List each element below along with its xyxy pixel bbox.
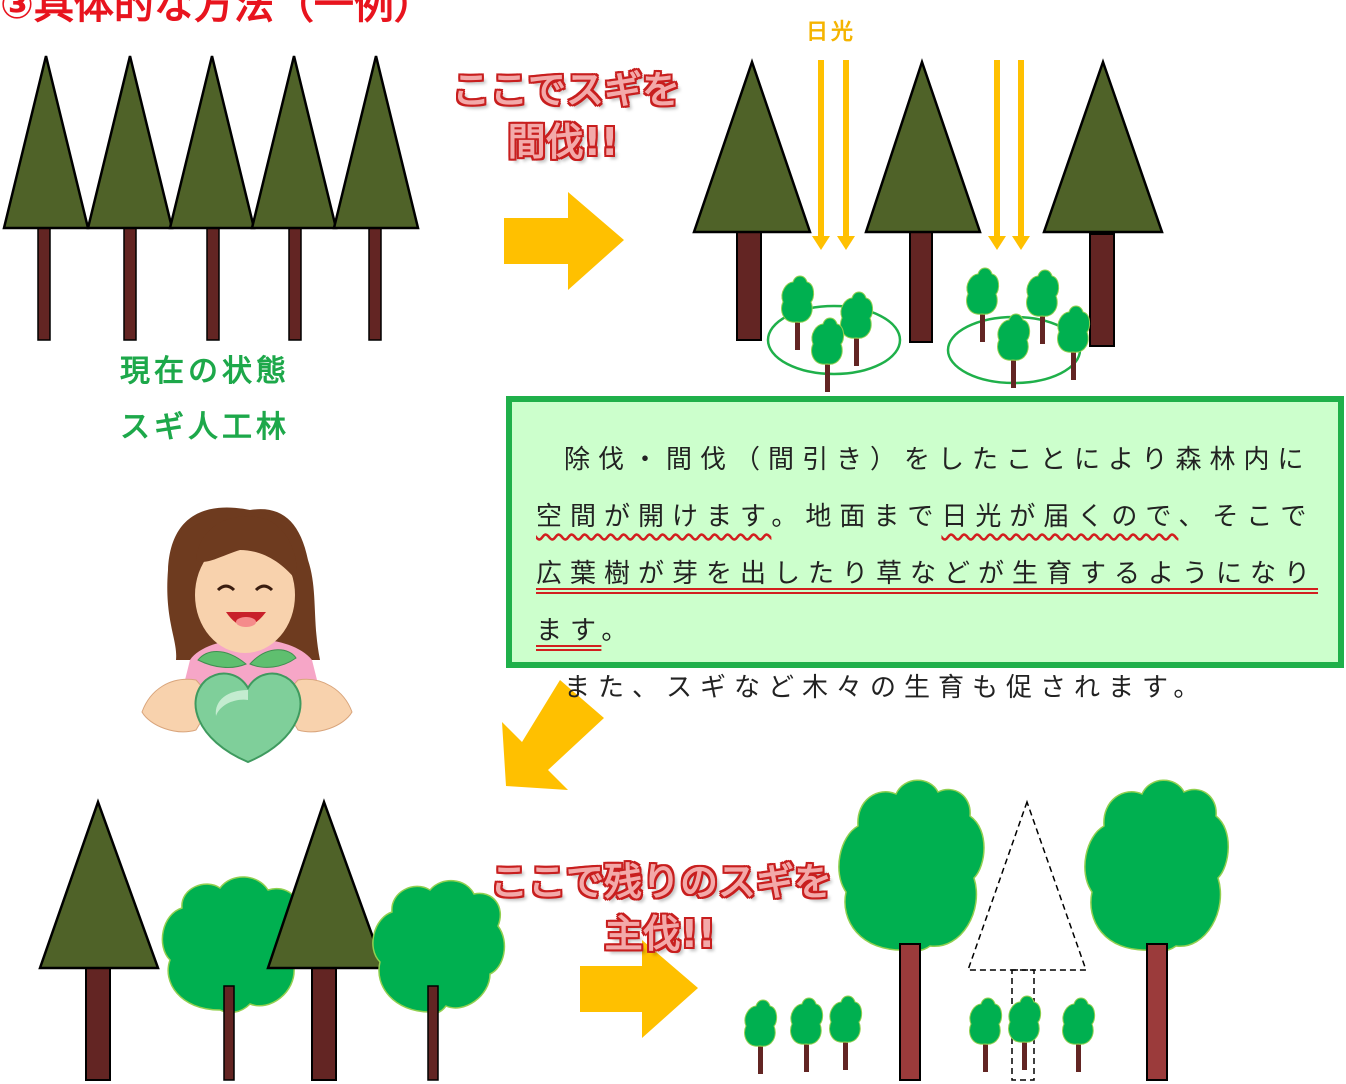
sapling-icon [811, 317, 845, 393]
thinning-callout-line2: 間伐!! [507, 120, 619, 164]
cedar-trunk [909, 231, 933, 343]
cedar-trunk [1089, 233, 1115, 347]
sapling-icon [790, 997, 824, 1073]
regrowth-area [766, 304, 902, 376]
final-forest-group [744, 779, 1229, 1081]
sunlight-arrow-icon [812, 60, 1030, 250]
cedar-trunk [123, 227, 137, 341]
cedar-tree-icon [250, 54, 338, 230]
sapling-icon [829, 995, 863, 1071]
broadleaf-tree-icon [1084, 779, 1229, 952]
sapling-icon [966, 267, 1000, 343]
explanation-text: 除伐・間伐（間引き）をしたことにより森林内に [564, 445, 1312, 475]
cedar-trunk [85, 967, 111, 1081]
cedar-trunk [311, 967, 337, 1081]
explanation-highlight-sunlight: 日光が届くので [941, 502, 1179, 532]
broadleaf-tree-icon [161, 876, 309, 1014]
sapling-icon [997, 313, 1031, 389]
sapling-icon [1008, 995, 1042, 1071]
explanation-text: 。地面まで [771, 502, 942, 532]
sapling-icon [840, 291, 874, 367]
thinned-forest-group [692, 58, 1164, 393]
thinning-callout-line1: ここでスギを [452, 68, 681, 112]
cedar-tree-icon [168, 54, 256, 230]
thinning-callout: ここでスギを 間伐!! [452, 64, 681, 168]
smiling-woman-illustration [141, 507, 353, 764]
sapling-icon [969, 997, 1003, 1073]
explanation-paragraph-1: 除伐・間伐（間引き）をしたことにより森林内に空間が開けます。地面まで日光が届くの… [512, 402, 1338, 660]
explanation-text: 。 [601, 616, 636, 646]
cedar-trunk [37, 227, 51, 341]
cedar-trunk [736, 227, 762, 341]
harvested-cedar-trunk-outline [1011, 969, 1035, 1081]
explanation-box: 除伐・間伐（間引き）をしたことにより森林内に空間が開けます。地面まで日光が届くの… [506, 396, 1344, 703]
cedar-tree-icon [266, 798, 386, 970]
cedar-trunk [368, 227, 382, 341]
sapling-icon [1062, 997, 1096, 1073]
explanation-highlight-space: 空間が開けます [536, 502, 772, 532]
sapling-icon [1057, 305, 1091, 381]
broadleaf-trunk [223, 985, 235, 1081]
sapling-icon [1026, 269, 1060, 345]
broadleaf-trunk [427, 985, 439, 1081]
cedar-tree-icon [692, 58, 812, 234]
final-harvest-callout: ここで残りのスギを 主伐!! [490, 856, 833, 960]
cedar-tree-icon [2, 54, 90, 230]
cedar-tree-icon [86, 54, 174, 230]
final-harvest-callout-line2: 主伐!! [604, 912, 716, 956]
current-forest-group [2, 54, 420, 341]
broadleaf-tree-icon [372, 880, 506, 1014]
header-title: ③具体的な方法（一例） [0, 0, 434, 28]
cedar-trunk [288, 227, 302, 341]
arrow-right-icon [580, 940, 698, 1038]
cedar-tree-icon [1042, 58, 1164, 234]
explanation-highlight-growth: 広葉樹が芽を出したり草などが生育するようになります [536, 559, 1319, 646]
mixed-forest-group [38, 798, 506, 1081]
cedar-tree-icon [864, 58, 982, 234]
broadleaf-tree-icon [838, 779, 985, 952]
broadleaf-trunk [1146, 943, 1168, 1081]
cedar-tree-icon [38, 798, 160, 970]
harvested-cedar-outline [966, 799, 1088, 971]
final-harvest-callout-line1: ここで残りのスギを [490, 860, 833, 904]
sapling-icon [744, 999, 778, 1075]
plantation-label: スギ人工林 [120, 410, 290, 445]
arrow-right-icon [504, 192, 624, 290]
explanation-text: 、そこで [1178, 502, 1315, 532]
sunlight-label: 日光 [806, 20, 857, 45]
current-state-label: 現在の状態 [120, 354, 290, 389]
explanation-paragraph-2: また、スギなど木々の生育も促されます。 [564, 673, 1208, 703]
arrow-down-left-icon [502, 680, 604, 790]
sapling-icon [781, 275, 815, 351]
cedar-trunk [206, 227, 220, 341]
broadleaf-trunk [899, 943, 921, 1081]
cedar-tree-icon [332, 54, 420, 230]
